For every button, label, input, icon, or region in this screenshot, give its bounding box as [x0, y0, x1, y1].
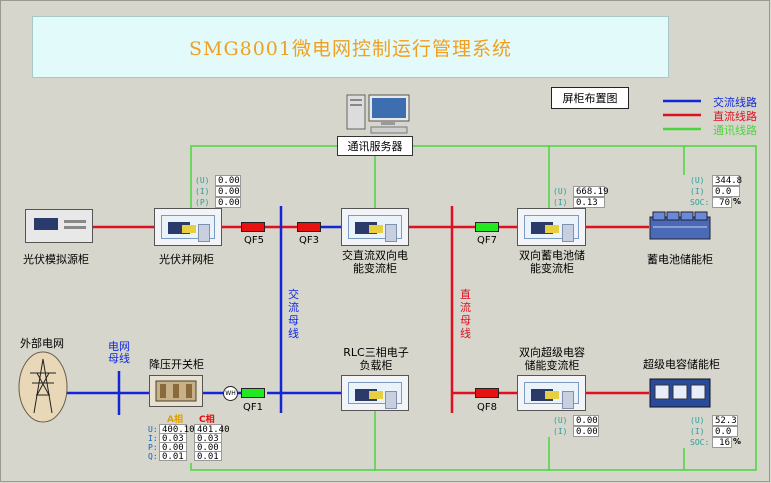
rlc-label: RLC三相电子负载柜 [343, 346, 409, 372]
phase-c-label: C相 [199, 415, 215, 425]
legend-dc-label: 直流线路 [713, 110, 757, 123]
qf3-label: QF3 [299, 235, 319, 246]
step-i-label: I: [148, 434, 158, 443]
qf8-breaker[interactable] [475, 388, 499, 398]
cap-conv-u-label: (U) [553, 416, 568, 425]
step-a-q: 0.01 [159, 451, 187, 462]
cabinet-layout-button[interactable]: 屏柜布置图 [551, 87, 629, 109]
supercapacitor-icon[interactable] [649, 375, 711, 409]
battery-icon[interactable] [649, 209, 711, 241]
step-u-label: U: [148, 425, 158, 434]
bat-i-label: (I) [690, 187, 705, 196]
legend-comm-label: 通讯线路 [713, 124, 757, 137]
cap-conv-i-value: 0.00 [573, 426, 599, 437]
rlc-cabinet[interactable] [341, 375, 409, 411]
page-title: SMG8001微电网控制运行管理系统 [188, 37, 512, 60]
cap-conv-u-value: 0.00 [573, 415, 599, 426]
cap-soc-label: SOC: [690, 438, 710, 447]
qf1-breaker[interactable] [241, 388, 265, 398]
watt-hour-meter-icon[interactable]: WH [223, 386, 238, 401]
qf5-breaker[interactable] [241, 222, 265, 232]
bat-u-value: 344.8 [712, 175, 742, 186]
pv-sim-label: 光伏模拟源柜 [23, 253, 89, 266]
qf5-label: QF5 [244, 235, 264, 246]
qf7-breaker[interactable] [475, 222, 499, 232]
cap-store-label: 超级电容储能柜 [643, 358, 720, 371]
title-banner: SMG8001微电网控制运行管理系统 [32, 16, 669, 78]
pv-p-label: (P) [195, 198, 210, 207]
bat-conv-label: 双向蓄电池储能变流柜 [519, 249, 585, 275]
bat-soc-label: SOC: [690, 198, 710, 207]
grid-label: 外部电网 [20, 337, 64, 350]
cap-conv-cabinet[interactable] [517, 375, 586, 411]
server-label[interactable]: 通讯服务器 [337, 136, 413, 156]
cap-u-label: (U) [690, 416, 705, 425]
pv-i-value: 0.00 [215, 186, 241, 197]
bat-u-label: (U) [690, 176, 705, 185]
pv-u-value: 0.00 [215, 175, 241, 186]
bat-i-value: 0.0 [712, 186, 740, 197]
bat-conv-i-label: (I) [553, 198, 568, 207]
qf3-breaker[interactable] [297, 222, 321, 232]
pv-p-value: 0.00 [215, 197, 241, 208]
bat-conv-i-value: 0.13 [573, 197, 605, 208]
comm-lines [190, 145, 757, 471]
bat-conv-u-label: (U) [553, 187, 568, 196]
acdc-label: 交直流双向电能变流柜 [342, 249, 408, 275]
cap-conv-label: 双向超级电容储能变流柜 [519, 346, 585, 372]
step-q-label: Q: [148, 452, 158, 461]
grid-bus-label: 电网母线 [108, 340, 130, 365]
pv-sim-cabinet[interactable] [25, 209, 93, 243]
bat-soc-unit: % [733, 197, 742, 206]
bat-soc-value: 70 [712, 197, 732, 208]
acdc-cabinet[interactable] [341, 208, 409, 246]
bat-conv-u-value: 668.19 [573, 186, 609, 197]
qf8-label: QF8 [477, 402, 497, 413]
legend-ac-label: 交流线路 [713, 96, 757, 109]
step-p-label: P: [148, 443, 158, 452]
qf1-label: QF1 [243, 402, 263, 413]
pv-grid-label: 光伏并网柜 [159, 253, 214, 266]
cap-conv-i-label: (I) [553, 427, 568, 436]
cap-soc-value: 16 [712, 437, 732, 448]
server-icon[interactable] [345, 93, 411, 135]
cap-u-value: 52.3 [712, 415, 738, 426]
pv-u-label: (U) [195, 176, 210, 185]
dc-bus-label: 直流母线 [460, 288, 471, 340]
cap-i-value: 0.0 [712, 426, 738, 437]
qf7-label: QF7 [477, 235, 497, 246]
cap-i-label: (I) [690, 427, 705, 436]
ac-bus-label: 交流母线 [288, 288, 299, 340]
transmission-tower-icon[interactable] [18, 351, 68, 423]
pv-grid-cabinet[interactable] [154, 208, 222, 246]
pv-i-label: (I) [195, 187, 210, 196]
bat-store-label: 蓄电池储能柜 [647, 253, 713, 266]
step-c-q: 0.01 [194, 451, 222, 462]
step-down-cabinet[interactable] [149, 375, 203, 407]
step-down-label: 降压开关柜 [149, 358, 204, 371]
bat-conv-cabinet[interactable] [517, 208, 586, 246]
phase-a-label: A相 [167, 415, 183, 425]
cap-soc-unit: % [733, 437, 742, 446]
ac-lines [67, 206, 341, 415]
